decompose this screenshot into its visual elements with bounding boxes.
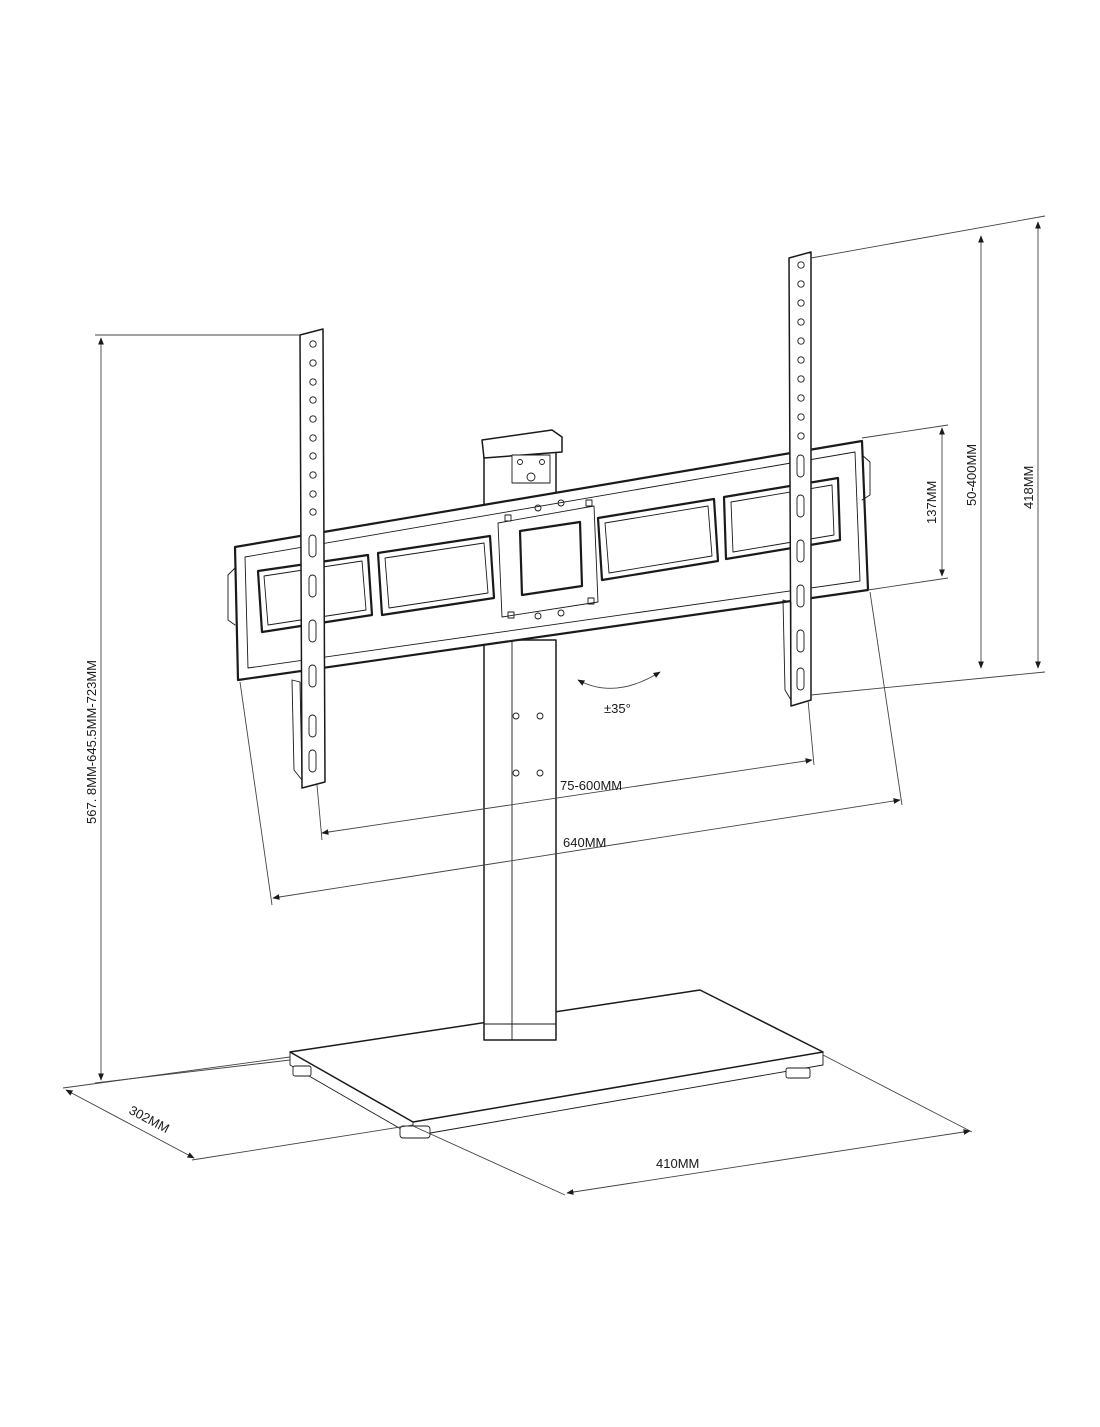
- label-crossbar-height: 137MM: [924, 481, 939, 524]
- label-horizontal-hole-range: 75-600MM: [560, 778, 622, 793]
- label-crossbar-width: 640MM: [563, 835, 606, 850]
- dimension-bracket-height: [810, 215, 1046, 696]
- tilt-arrow: [577, 671, 661, 689]
- dimension-base-width: [412, 1054, 973, 1196]
- label-bracket-height: 418MM: [1021, 466, 1036, 509]
- label-base-depth: 302MM: [127, 1102, 172, 1136]
- right-vertical-bracket: [782, 251, 812, 707]
- base-plate: [289, 989, 824, 1139]
- dimension-total-height: [94, 334, 300, 1084]
- dimension-base-depth: [62, 1056, 414, 1161]
- base-foot: [785, 1067, 811, 1079]
- base-foot: [399, 1125, 431, 1139]
- support-column: [483, 639, 557, 1041]
- tilt-bracket: [511, 454, 551, 484]
- base-foot: [292, 1065, 312, 1077]
- dimension-crossbar-height: [861, 424, 949, 591]
- label-vertical-hole-range: 50-400MM: [964, 444, 979, 506]
- left-vertical-bracket: [291, 328, 326, 789]
- label-tilt: ±35°: [604, 701, 631, 716]
- label-total-height: 567. 8MM-645.5MM-723MM: [84, 660, 99, 824]
- dimension-crossbar-width: [239, 591, 903, 906]
- dimension-horizontal-holes: [316, 699, 815, 841]
- label-base-width: 410MM: [656, 1156, 699, 1171]
